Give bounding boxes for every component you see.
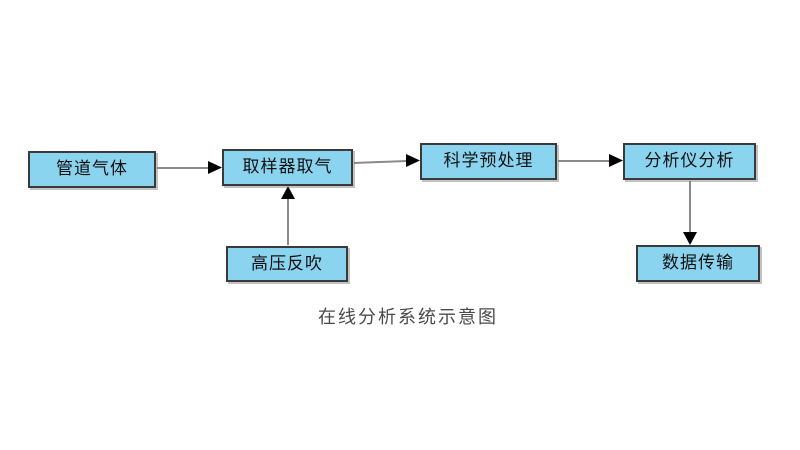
node-scientific-pretreatment[interactable]: 科学预处理 — [420, 143, 557, 180]
node-pipeline-gas[interactable]: 管道气体 — [28, 151, 156, 188]
node-label-sampler-intake: 取样器取气 — [242, 157, 333, 177]
node-data-transmission[interactable]: 数据传输 — [636, 245, 760, 282]
connector-pipeline-gas-to-sampler — [157, 161, 222, 174]
connector-blowback-to-sampler — [281, 186, 295, 245]
node-analyzer-analysis[interactable]: 分析仪分析 — [623, 143, 756, 180]
connector-sampler-to-pretreatment — [353, 154, 420, 167]
node-label-pipeline-gas: 管道气体 — [56, 159, 128, 179]
node-high-pressure-blowback[interactable]: 高压反吹 — [226, 246, 348, 282]
connector-pretreatment-to-analyzer — [558, 154, 623, 167]
node-label-data-transmission: 数据传输 — [662, 253, 734, 273]
node-label-analyzer-analysis: 分析仪分析 — [644, 151, 735, 171]
connector-analyzer-to-data-transmission — [683, 181, 697, 245]
node-label-high-pressure-blowback: 高压反吹 — [251, 253, 323, 274]
node-label-scientific-pretreatment: 科学预处理 — [443, 151, 534, 171]
diagram-caption: 在线分析系统示意图 — [318, 307, 498, 328]
node-sampler-intake[interactable]: 取样器取气 — [222, 149, 353, 186]
